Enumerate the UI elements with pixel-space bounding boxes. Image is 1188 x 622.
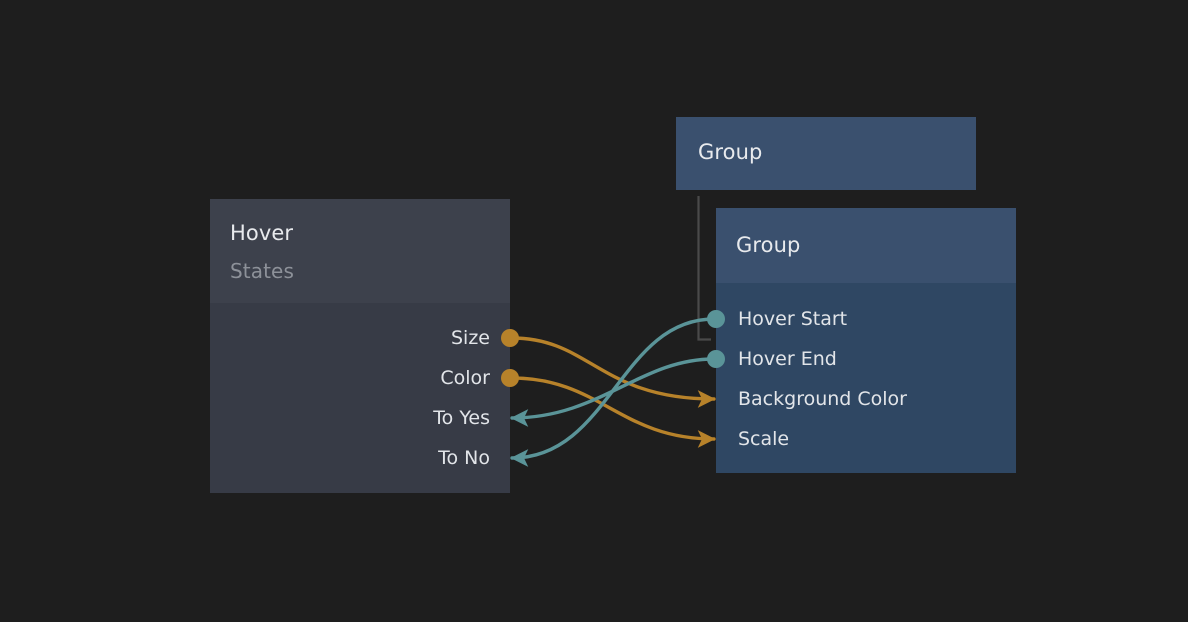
input-port-scale-label: Scale bbox=[738, 427, 790, 450]
edge-size-to-background-color bbox=[510, 336, 716, 408]
input-port-hover-start-label: Hover Start bbox=[738, 307, 848, 330]
input-port-hover-end[interactable]: Hover End bbox=[716, 347, 837, 371]
output-port-color-label: Color bbox=[440, 366, 490, 389]
node-group-inner[interactable]: Group Hover Start Hover End Background C… bbox=[716, 208, 1016, 473]
output-port-to-yes[interactable]: To Yes bbox=[433, 406, 510, 430]
node-hover-header[interactable]: Hover States bbox=[210, 199, 510, 303]
output-port-color[interactable]: Color bbox=[440, 366, 510, 390]
node-group-inner-header[interactable]: Group bbox=[716, 208, 1016, 283]
group-hierarchy-guide-line bbox=[697, 196, 711, 341]
edge-color-to-scale bbox=[510, 376, 716, 448]
node-group-inner-title: Group bbox=[736, 233, 801, 257]
edge-hover-start-to-to-no bbox=[510, 317, 716, 467]
input-port-scale[interactable]: Scale bbox=[716, 427, 789, 451]
output-port-size[interactable]: Size bbox=[451, 326, 510, 350]
output-port-to-no[interactable]: To No bbox=[438, 446, 510, 470]
input-port-hover-end-label: Hover End bbox=[738, 347, 837, 370]
edge-hover-end-to-to-yes bbox=[510, 357, 716, 427]
node-group-outer-header[interactable]: Group bbox=[676, 117, 976, 190]
node-group-inner-body bbox=[716, 283, 1016, 473]
output-port-size-label: Size bbox=[450, 326, 490, 349]
input-port-hover-start[interactable]: Hover Start bbox=[716, 307, 847, 331]
node-hover[interactable]: Hover States Size Color To Yes To No bbox=[210, 199, 510, 493]
node-group-outer[interactable]: Group bbox=[676, 117, 976, 190]
node-group-outer-title: Group bbox=[698, 140, 763, 164]
output-port-to-no-label: To No bbox=[438, 446, 490, 469]
node-hover-body bbox=[210, 303, 510, 493]
node-hover-subtitle: States bbox=[230, 259, 294, 283]
output-port-to-yes-label: To Yes bbox=[433, 406, 490, 429]
input-port-background-color-label: Background Color bbox=[738, 387, 907, 410]
input-port-background-color[interactable]: Background Color bbox=[716, 387, 907, 411]
node-hover-title: Hover bbox=[230, 221, 294, 245]
